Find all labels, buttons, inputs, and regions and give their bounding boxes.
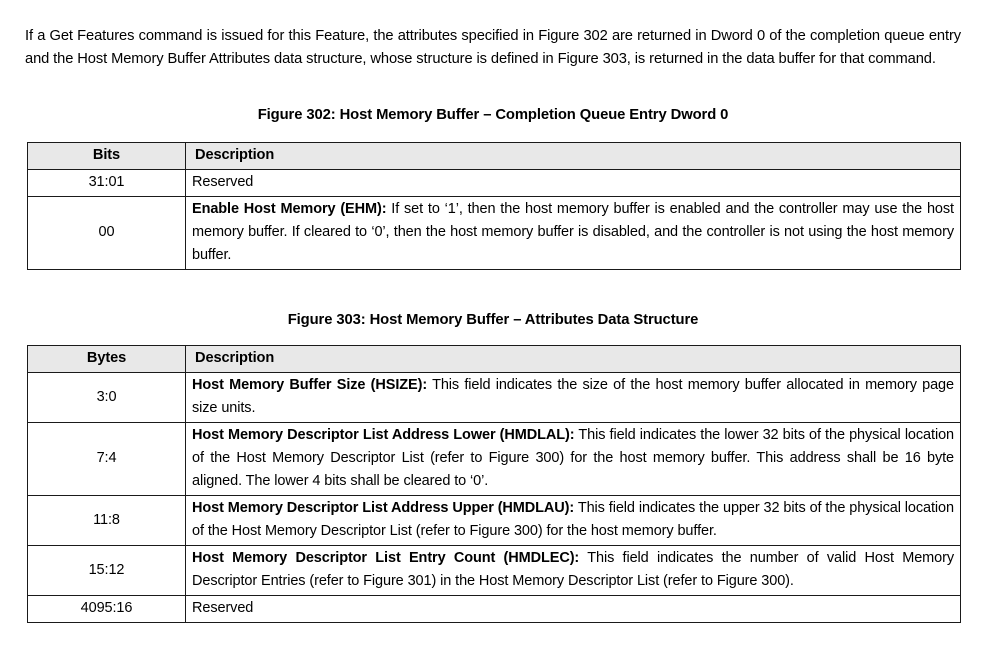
description-term: Host Memory Descriptor List Entry Count … (192, 550, 580, 566)
cell-bytes: 11:8 (27, 495, 186, 546)
table-row: 11:8 Host Memory Descriptor List Address… (27, 495, 961, 546)
cell-bytes: 7:4 (27, 422, 186, 496)
intro-paragraph: If a Get Features command is issued for … (25, 27, 961, 68)
table-row: 3:0 Host Memory Buffer Size (HSIZE): Thi… (27, 372, 961, 423)
cell-description: Reserved (185, 595, 961, 623)
cell-bits: 31:01 (27, 169, 186, 197)
cell-description: Host Memory Descriptor List Entry Count … (185, 545, 961, 596)
description-body: Reserved (192, 174, 254, 190)
table-row: 15:12 Host Memory Descriptor List Entry … (27, 545, 961, 596)
description-term: Host Memory Descriptor List Address Uppe… (192, 500, 575, 516)
description-term: Host Memory Buffer Size (HSIZE): (192, 377, 428, 393)
figure-303-title: Figure 303: Host Memory Buffer – Attribu… (287, 312, 699, 328)
cell-description: Enable Host Memory (EHM): If set to ‘1’,… (185, 196, 961, 270)
cell-bits: 00 (27, 196, 186, 270)
column-header-bytes: Bytes (27, 345, 186, 373)
figure-303-table: Bytes Description 3:0 Host Memory Buffer… (27, 345, 961, 623)
cell-bytes: 3:0 (27, 372, 186, 423)
cell-description: Host Memory Descriptor List Address Uppe… (185, 495, 961, 546)
description-body: This field indicates the number of valid… (192, 550, 954, 589)
cell-bytes: 4095:16 (27, 595, 186, 623)
description-body: Reserved (192, 600, 254, 616)
column-header-bits: Bits (27, 142, 186, 170)
description-body: This field indicates the upper 32 bits o… (192, 500, 954, 539)
column-header-description: Description (185, 345, 961, 373)
cell-bytes: 15:12 (27, 545, 186, 596)
cell-description: Host Memory Buffer Size (HSIZE): This fi… (185, 372, 961, 423)
cell-description: Host Memory Descriptor List Address Lowe… (185, 422, 961, 496)
description-term: Host Memory Descriptor List Address Lowe… (192, 427, 575, 443)
table-row: 4095:16 Reserved (27, 595, 961, 623)
cell-description: Reserved (185, 169, 961, 197)
description-body: This field indicates the lower 32 bits o… (192, 427, 954, 489)
description-body: If set to ‘1’, then the host memory buff… (192, 201, 954, 263)
table-row: 00 Enable Host Memory (EHM): If set to ‘… (27, 196, 961, 270)
figure-302-title: Figure 302: Host Memory Buffer – Complet… (257, 107, 729, 123)
figure-302-table: Bits Description 31:01 Reserved 00 Enabl… (27, 142, 961, 270)
table-header-row: Bytes Description (27, 345, 961, 373)
table-row: 31:01 Reserved (27, 169, 961, 197)
description-term: Enable Host Memory (EHM): (192, 201, 387, 217)
column-header-description: Description (185, 142, 961, 170)
table-header-row: Bits Description (27, 142, 961, 170)
table-row: 7:4 Host Memory Descriptor List Address … (27, 422, 961, 496)
description-body: This field indicates the size of the hos… (192, 377, 954, 416)
